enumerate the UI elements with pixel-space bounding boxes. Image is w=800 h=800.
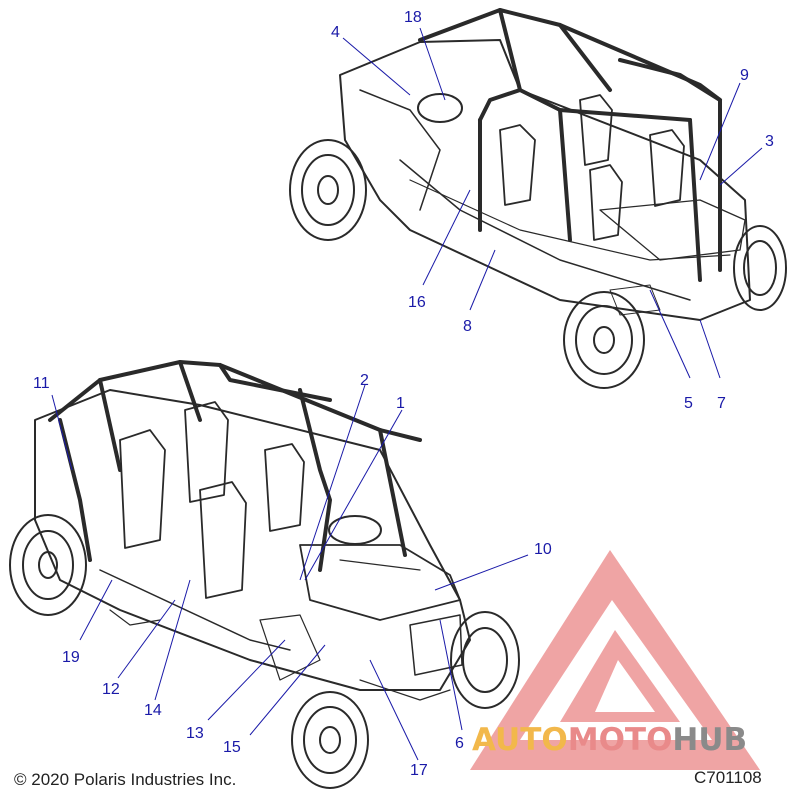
watermark-logo bbox=[470, 550, 760, 770]
steering-wheel-bottom bbox=[328, 515, 382, 545]
tire-front-left-bottom bbox=[291, 691, 369, 789]
callout-1: 1 bbox=[396, 395, 405, 412]
callout-16: 16 bbox=[408, 294, 426, 311]
watermark-auto: AUTO bbox=[472, 722, 568, 758]
callout-12: 12 bbox=[102, 681, 120, 698]
watermark-hub: HUB bbox=[672, 722, 747, 758]
seats-top bbox=[499, 94, 685, 241]
callout-8: 8 bbox=[463, 318, 472, 335]
callout-19: 19 bbox=[62, 649, 80, 666]
watermark-text: AUTOMOTOHUB bbox=[472, 722, 747, 758]
watermark-moto: MOTO bbox=[568, 722, 673, 758]
svg-text:AUTOMOTOHUB: AUTOMOTOHUB bbox=[472, 722, 747, 758]
callout-7: 7 bbox=[717, 395, 726, 412]
leader-lines bbox=[51, 27, 763, 761]
tire-front-left bbox=[289, 139, 367, 241]
diagram-code: C701108 bbox=[694, 768, 762, 787]
seats-bottom bbox=[119, 401, 305, 599]
callout-18: 18 bbox=[404, 9, 422, 26]
callout-13: 13 bbox=[186, 725, 204, 742]
copyright-text: © 2020 Polaris Industries Inc. bbox=[14, 770, 236, 789]
callout-17: 17 bbox=[410, 762, 428, 779]
roll-cage-bottom bbox=[48, 360, 422, 572]
callout-15: 15 bbox=[223, 739, 241, 756]
callout-numbers: 18 4 9 3 16 8 5 7 11 2 1 10 19 12 14 13 … bbox=[33, 9, 774, 779]
callout-2: 2 bbox=[360, 372, 369, 389]
callout-6: 6 bbox=[455, 735, 464, 752]
tire-rear-left bbox=[9, 514, 87, 616]
vehicle-rear-view bbox=[289, 8, 787, 389]
callout-9: 9 bbox=[740, 67, 749, 84]
callout-5: 5 bbox=[684, 395, 693, 412]
tire-rear-far bbox=[733, 225, 787, 311]
callout-14: 14 bbox=[144, 702, 162, 719]
callout-4: 4 bbox=[331, 24, 340, 41]
roll-cage-top bbox=[418, 8, 722, 282]
vehicle-front-view bbox=[9, 360, 520, 789]
tire-front-right bbox=[450, 611, 520, 709]
callout-11: 11 bbox=[33, 375, 50, 392]
callout-3: 3 bbox=[765, 133, 774, 150]
steering-wheel-top bbox=[417, 93, 463, 123]
callout-10: 10 bbox=[534, 541, 552, 558]
